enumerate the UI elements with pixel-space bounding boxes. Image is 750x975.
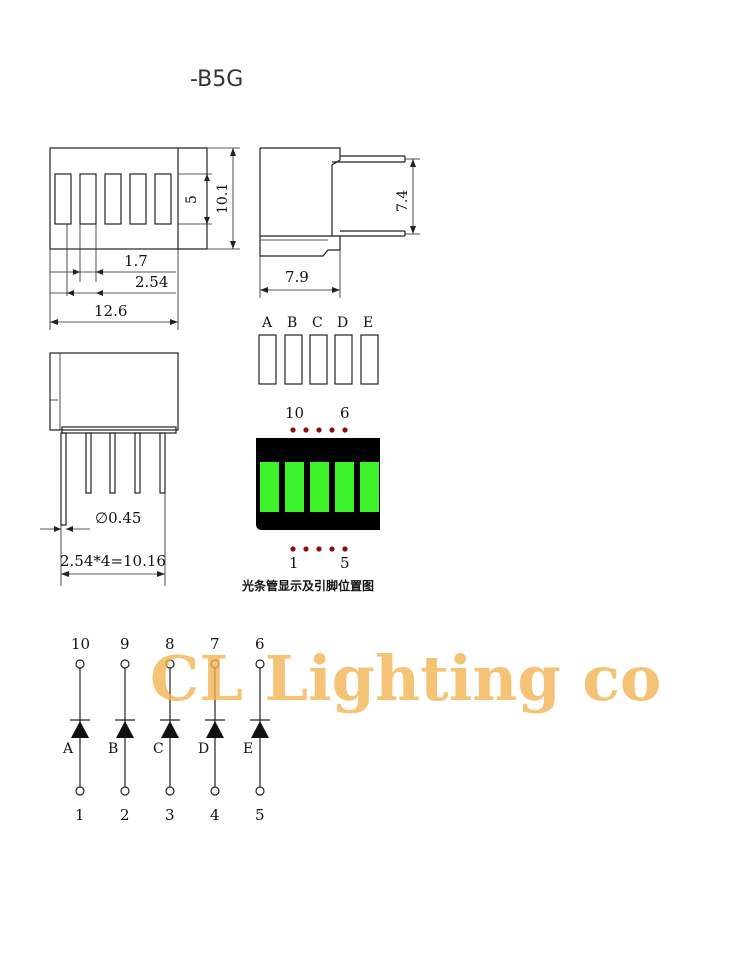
schematic-bottom-pin-5: 5	[255, 806, 265, 824]
front-segment-5	[154, 173, 172, 225]
segment-letter-d: D	[337, 315, 348, 331]
segment-outline-d	[334, 334, 353, 385]
schematic-bottom-pin-2: 2	[120, 806, 130, 824]
segment-letter-a: A	[261, 315, 273, 331]
lit-segment-e	[360, 462, 379, 512]
pin-lead-1	[60, 432, 67, 526]
segment-outline-b	[284, 334, 303, 385]
dim-seg-gap: 1.7	[124, 252, 148, 270]
top-pin-dot	[316, 427, 322, 433]
segment-outline-e	[360, 334, 379, 385]
pin-view: ∅0.45 2.54*4=10.16	[40, 352, 179, 586]
top-pin-dot	[290, 427, 296, 433]
lit-segment-d	[335, 462, 354, 512]
dim-side-depth: 7.9	[285, 268, 309, 286]
front-segment-1	[54, 173, 72, 225]
diode-channel-b: 9 B 2	[108, 635, 135, 824]
top-pin-label-10: 10	[285, 404, 304, 422]
schematic-top-pin-10: 10	[71, 635, 90, 653]
diode-channel-a: 10 A 1	[62, 635, 90, 824]
diode-label-b: B	[108, 741, 118, 757]
display-caption: 光条管显示及引脚位置图	[241, 578, 374, 593]
front-segment-4	[129, 173, 147, 225]
dim-pin-pitch: 2.54	[135, 273, 168, 291]
front-view: 5 10.1 1.7 2.54 12.6	[49, 147, 240, 330]
diode-label-d: D	[198, 741, 209, 757]
dim-body-width: 12.6	[94, 302, 127, 320]
segment-letter-row: A B C D E	[258, 315, 379, 385]
lit-segment-c	[310, 462, 329, 512]
pin-lead-2	[85, 432, 92, 494]
schematic-top-pin-7: 7	[210, 635, 220, 653]
front-segment-3	[104, 173, 122, 225]
side-view: 7.4 7.9	[259, 147, 420, 298]
top-pin-label-6: 6	[340, 404, 350, 422]
bottom-pin-dot	[329, 546, 335, 552]
dim-pin-span: 2.54*4=10.16	[60, 552, 166, 570]
front-body-outline	[49, 147, 179, 250]
dim-pin-diameter: ∅0.45	[95, 509, 141, 527]
diode-channel-c: 8 C 3	[153, 635, 180, 824]
bottom-pin-dot	[316, 546, 322, 552]
pin-lead-5	[159, 432, 166, 494]
top-pin-dot	[329, 427, 335, 433]
schematic: 10 A 1 9 B 2 8 C 3	[62, 635, 270, 824]
bottom-pin-dot	[290, 546, 296, 552]
diode-label-c: C	[153, 741, 164, 757]
diode-icon	[251, 721, 269, 738]
diode-channel-e: 6 E 5	[243, 635, 270, 824]
diode-label-e: E	[243, 741, 253, 757]
schematic-top-pin-6: 6	[255, 635, 265, 653]
bottom-pin-dot	[303, 546, 309, 552]
schematic-top-pin-8: 8	[165, 635, 175, 653]
pin-lead-3	[109, 432, 116, 494]
segment-outline-c	[309, 334, 328, 385]
diode-icon	[116, 721, 134, 738]
lit-segment-b	[285, 462, 304, 512]
pin-view-body	[49, 352, 179, 431]
schematic-bottom-pin-3: 3	[165, 806, 175, 824]
dim-side-height: 7.4	[395, 190, 411, 212]
diode-label-a: A	[62, 741, 74, 757]
watermark-text: CL Lighting co	[150, 642, 661, 715]
segment-outline-a	[258, 334, 277, 385]
diode-icon	[161, 721, 179, 738]
bottom-pin-label-1: 1	[289, 554, 299, 572]
schematic-bottom-pin-4: 4	[210, 806, 220, 824]
pin-lead-4	[134, 432, 141, 494]
bottom-pin-dot	[342, 546, 348, 552]
diode-icon	[71, 721, 89, 738]
top-pin-dot	[303, 427, 309, 433]
dim-seg-height: 5	[184, 195, 200, 204]
schematic-top-pin-9: 9	[120, 635, 130, 653]
dim-body-height: 10.1	[215, 183, 231, 214]
segment-letter-e: E	[363, 315, 373, 331]
bottom-pin-label-5: 5	[340, 554, 350, 572]
diode-icon	[206, 721, 224, 738]
top-pin-dot	[342, 427, 348, 433]
schematic-bottom-pin-1: 1	[75, 806, 85, 824]
lit-segment-a	[260, 462, 279, 512]
lit-display: 10 6 1 5 光条管显示及引脚位置图	[241, 404, 380, 593]
front-segment-2	[79, 173, 97, 225]
part-number-title: -B5G	[190, 67, 243, 92]
diode-channel-d: 7 D 4	[198, 635, 225, 824]
segment-letter-b: B	[287, 315, 297, 331]
segment-letter-c: C	[312, 315, 323, 331]
